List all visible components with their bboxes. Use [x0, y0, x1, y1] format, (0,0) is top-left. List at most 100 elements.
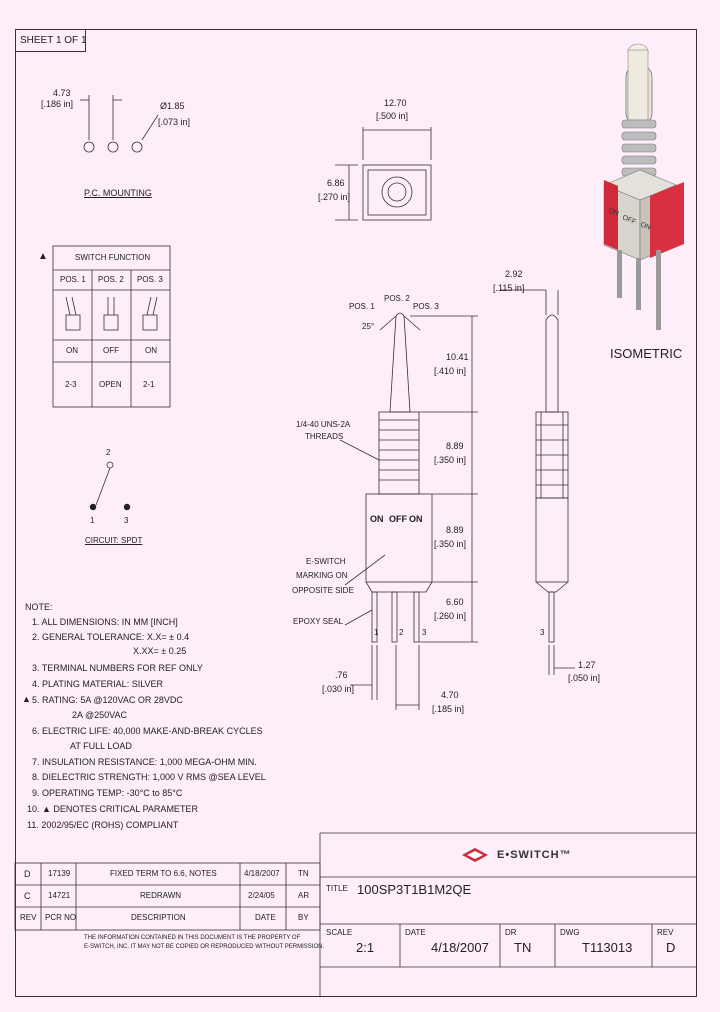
- side-terminal-1: 1: [374, 628, 379, 637]
- conn-pos2: OPEN: [99, 380, 122, 389]
- pc-mounting-label: P.C. MOUNTING: [84, 188, 152, 198]
- side-pos2: POS. 2: [384, 294, 410, 303]
- side-terminal-2: 2: [399, 628, 404, 637]
- drawn-by-value: TN: [514, 940, 532, 955]
- sheet-label: SHEET 1 OF 1: [20, 35, 87, 46]
- end-pin-3: 3: [540, 628, 545, 637]
- circuit-pin-3: 3: [124, 516, 129, 525]
- switch-function-title: SWITCH FUNCTION: [75, 253, 151, 262]
- rev-header-date: DATE: [255, 913, 276, 922]
- part-number-title: 100SP3T1B1M2QE: [357, 882, 472, 897]
- rev-row2-desc: REDRAWN: [140, 891, 182, 900]
- note-6: 6. ELECTRIC LIFE: 40,000 MAKE-AND-BREAK …: [32, 726, 263, 736]
- dim-d3-in: [.350 in]: [434, 539, 467, 549]
- pc-dim1-in: [.186 in]: [41, 99, 74, 109]
- pc-hole-3: [131, 141, 143, 153]
- end-lever: [545, 314, 559, 413]
- dim-d2-in: [.350 in]: [434, 455, 467, 465]
- end-dia-mm: 2.92: [505, 269, 523, 279]
- sheet-label-box: [15, 29, 86, 52]
- side-epoxy: EPOXY SEAL: [293, 617, 344, 626]
- pc-dim1-mm: 4.73: [53, 88, 71, 98]
- rev-row1-desc: FIXED TERM TO 6.6, NOTES: [110, 869, 217, 878]
- dwg-number: T113013: [582, 940, 633, 955]
- state-pos1: ON: [66, 346, 78, 355]
- rev-header-desc: DESCRIPTION: [131, 913, 186, 922]
- side-pos1: POS. 1: [349, 302, 375, 311]
- header-pos2: POS. 2: [98, 275, 124, 284]
- note-2b: X.XX= ± 0.25: [133, 646, 187, 656]
- note-1: 1. ALL DIMENSIONS: IN MM [INCH]: [32, 617, 178, 627]
- note-3: 3. TERMINAL NUMBERS FOR REF ONLY: [32, 663, 203, 673]
- side-body: [365, 493, 433, 583]
- pc-hole-2: [107, 141, 119, 153]
- brand-logo-text: E•SWITCH™: [497, 849, 572, 861]
- dim-d4-in: [.260 in]: [434, 611, 467, 621]
- dim-w2-in: [.185 in]: [432, 704, 465, 714]
- rev-row2-rev: C: [24, 891, 31, 901]
- eswitch-logo-mark: [462, 848, 488, 862]
- note-7: 7. INSULATION RESISTANCE: 1,000 MEGA-OHM…: [32, 757, 257, 767]
- rev-value: D: [666, 940, 676, 955]
- drawn-by-label: DR: [505, 928, 517, 937]
- rev-row1-pcr: 17139: [48, 869, 71, 878]
- rev-row1-by: TN: [298, 869, 309, 878]
- disclaimer-line-1: THE INFORMATION CONTAINED IN THIS DOCUME…: [84, 935, 301, 941]
- side-threads-2: THREADS: [305, 432, 344, 441]
- header-pos1: POS. 1: [60, 275, 86, 284]
- rev-header-rev: REV: [20, 913, 37, 922]
- note-5b: 2A @250VAC: [72, 710, 128, 720]
- dim-w1-mm: .76: [335, 670, 348, 680]
- front-width-in: [.500 in]: [376, 111, 409, 121]
- pc-hole-1: [83, 141, 95, 153]
- side-marking-1: E-SWITCH: [306, 557, 346, 566]
- note-9: 9. OPERATING TEMP: -30°C to 85°C: [32, 788, 183, 798]
- circuit-pin-1: 1: [90, 516, 95, 525]
- note-10: 10. ▲ DENOTES CRITICAL PARAMETER: [27, 804, 198, 814]
- date-label: DATE: [405, 928, 426, 937]
- side-bushing: [378, 411, 420, 495]
- title-label: TITLE: [326, 884, 348, 893]
- side-terminal-3: 3: [422, 628, 427, 637]
- side-threads: 1/4-40 UNS-2A: [296, 420, 351, 429]
- dim-d4-mm: 6.60: [446, 597, 464, 607]
- side-marking-2: MARKING ON: [296, 571, 348, 580]
- side-mark-on2: ON: [409, 514, 423, 524]
- rev-row2-by: AR: [298, 891, 310, 900]
- conn-pos1: 2-3: [65, 380, 77, 389]
- front-view-body: [362, 164, 432, 221]
- front-height-in: [.270 in]: [318, 192, 351, 202]
- dim-d1-in: [.410 in]: [434, 366, 467, 376]
- circuit-pin-2: 2: [106, 448, 111, 457]
- dim-w2-mm: 4.70: [441, 690, 459, 700]
- state-pos2: OFF: [103, 346, 119, 355]
- notes-title: NOTE:: [25, 602, 53, 612]
- rev-row1-date: 4/18/2007: [244, 869, 280, 878]
- rev-row2-date: 2/24/05: [248, 891, 275, 900]
- rev-label: REV: [657, 928, 674, 937]
- front-width-mm: 12.70: [384, 98, 407, 108]
- critical-marker-icon: ▲: [38, 251, 48, 262]
- dwg-label: DWG: [560, 928, 580, 937]
- note-8: 8. DIELECTRIC STRENGTH: 1,000 V RMS @SEA…: [32, 772, 266, 782]
- date-value: 4/18/2007: [431, 940, 489, 955]
- rev-header-by: BY: [298, 913, 309, 922]
- side-mark-on1: ON: [370, 514, 384, 524]
- note-5: 5. RATING: 5A @120VAC OR 28VDC: [32, 695, 183, 705]
- disclaimer-line-2: E-SWITCH, INC. IT MAY NOT BE COPIED OR R…: [84, 944, 325, 950]
- end-dia-in: [.115 in]: [493, 283, 525, 293]
- side-angle: 25°: [362, 322, 375, 331]
- state-pos3: ON: [145, 346, 157, 355]
- isometric-render: ON OFF ON: [603, 43, 684, 330]
- scale-label: SCALE: [326, 928, 353, 937]
- rev-row1-rev: D: [24, 869, 31, 879]
- dim-w1-in: [.030 in]: [322, 684, 355, 694]
- dim-d2-mm: 8.89: [446, 441, 464, 451]
- rev-header-pcr: PCR NO: [45, 913, 77, 922]
- side-pos3: POS. 3: [413, 302, 439, 311]
- front-height-mm: 6.86: [327, 178, 345, 188]
- iso-mark-2: OFF: [621, 214, 637, 226]
- note-11: 11. 2002/95/EC (ROHS) COMPLIANT: [27, 820, 179, 830]
- note-2: 2. GENERAL TOLERANCE: X.X= ± 0.4: [32, 632, 190, 642]
